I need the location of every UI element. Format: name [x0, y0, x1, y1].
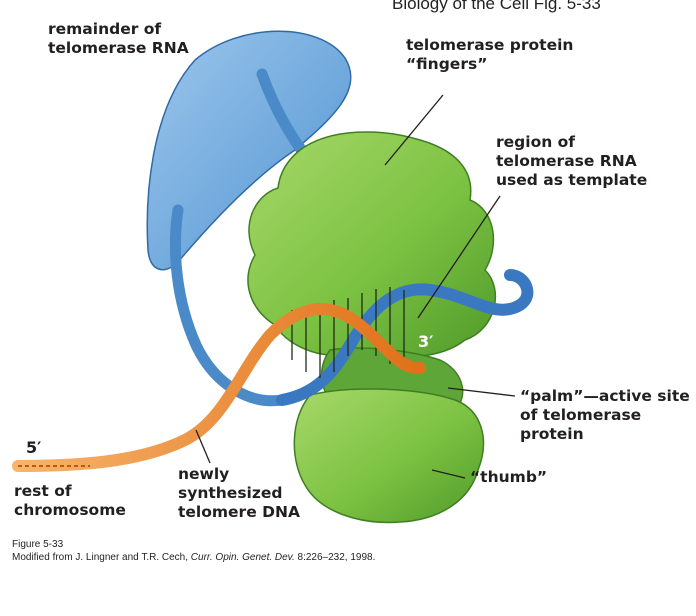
figure-credit: Modified from J. Lingner and T.R. Cech, …	[12, 552, 375, 563]
label-three-prime: 3′	[418, 332, 434, 351]
credit-journal: Curr. Opin. Genet. Dev.	[190, 552, 295, 563]
label-remainder-rna: remainder of telomerase RNA	[48, 20, 189, 57]
credit-prefix: Modified from J. Lingner and T.R. Cech,	[12, 552, 191, 563]
fingers-protein	[247, 131, 497, 358]
rna-strand-lower	[169, 204, 288, 407]
page-header: Biology of the Cell Fig. 5-33	[392, 0, 601, 13]
label-fingers: telomerase protein “fingers”	[406, 36, 574, 73]
thumb-protein	[293, 388, 485, 524]
figure-number: Figure 5-33	[12, 539, 64, 550]
label-thumb: “thumb”	[470, 468, 548, 486]
label-template-region: region of telomerase RNA used as templat…	[496, 133, 648, 189]
rna-remainder-blob	[146, 30, 352, 271]
label-palm: “palm”—active site of telomerase protein	[520, 387, 690, 443]
label-leader-lines	[195, 94, 516, 479]
label-rest-of-chromosome: rest of chromosome	[14, 482, 126, 519]
rna-template-strand	[276, 269, 534, 406]
credit-suffix: 8:226–232, 1998.	[294, 552, 376, 563]
label-five-prime: 5′	[26, 438, 42, 457]
new-dna-strand	[12, 303, 426, 472]
label-newly-synthesized: newly synthesized telomere DNA	[178, 465, 300, 521]
